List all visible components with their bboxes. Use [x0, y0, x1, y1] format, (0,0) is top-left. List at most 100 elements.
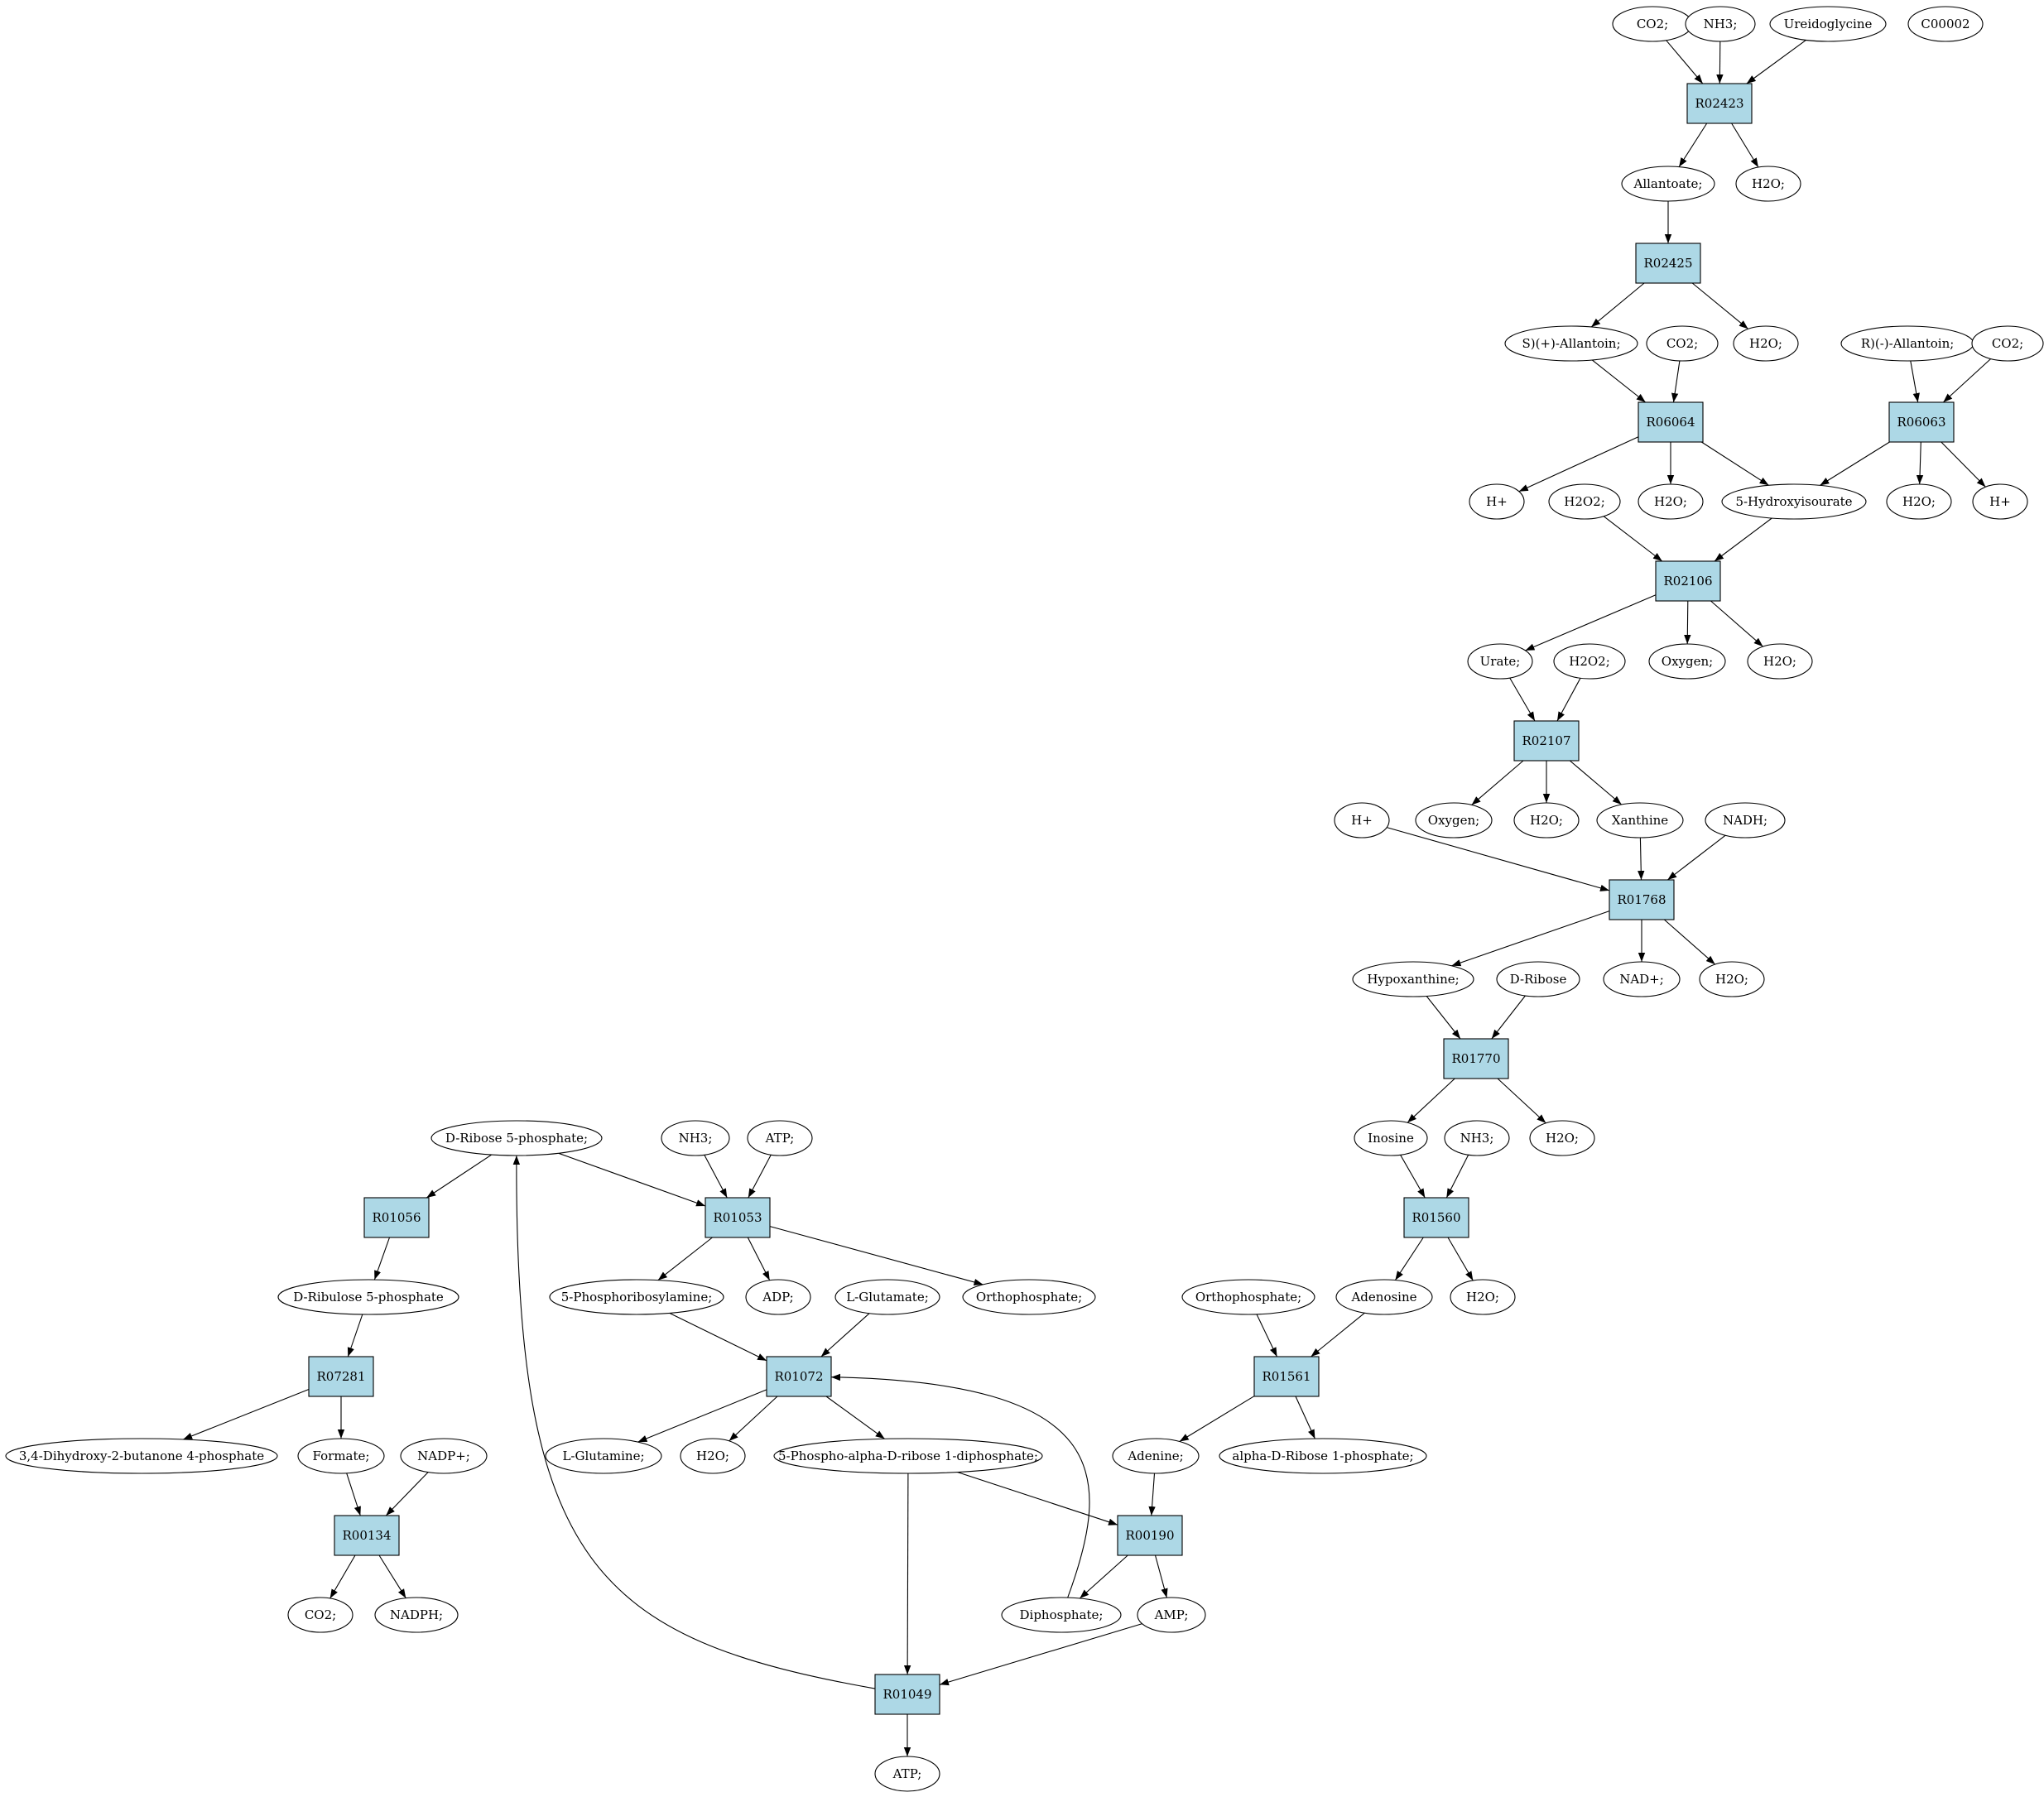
compound-ellipse	[834, 1279, 940, 1315]
compound-node-co2: CO2;	[287, 1597, 353, 1633]
node-label: Diphosphate;	[1020, 1607, 1104, 1622]
node-label: alpha-D-Ribose 1-phosphate;	[1232, 1449, 1413, 1463]
edge-c_nh3_3-to-r_R01053	[704, 1155, 728, 1199]
edge-r_R06064-to-c_hplus_1	[1518, 436, 1639, 492]
compound-node-h2o2: H2O2;	[1553, 643, 1626, 680]
compound-node-urate: Urate;	[1467, 643, 1533, 680]
edge-c_r_allantoin-to-r_R06063	[1910, 360, 1920, 403]
compound-node-nadp: NADP+;	[400, 1438, 488, 1474]
edge-r_R01768-to-c_hypoxanthine	[1451, 911, 1610, 967]
node-label: H2O;	[696, 1449, 729, 1463]
reaction-box	[1513, 720, 1580, 762]
reaction-box	[1635, 243, 1701, 284]
edge-c_hydroxyisourate-to-r_R02106	[1714, 517, 1772, 562]
edge-r_R01770-to-c_h2o_8	[1497, 1078, 1546, 1124]
edge-c_co2_1-to-r_R02423	[1666, 40, 1704, 84]
compound-ellipse	[1444, 1120, 1510, 1156]
node-label: Oxygen;	[1662, 654, 1713, 669]
compound-ellipse	[1548, 483, 1621, 520]
compound-ellipse	[1971, 325, 2044, 362]
compound-ellipse	[1646, 325, 1719, 362]
node-label: Xanthine	[1612, 813, 1668, 828]
reaction-node-r01561: R01561	[1253, 1356, 1320, 1397]
compound-ellipse	[1335, 1279, 1433, 1315]
node-label: NH3;	[1704, 17, 1738, 31]
reaction-box	[1117, 1515, 1183, 1556]
compound-ellipse	[1415, 802, 1493, 838]
compound-node-h: H+	[1972, 483, 2028, 520]
compound-ellipse	[1137, 1597, 1206, 1633]
reaction-box	[1443, 1038, 1509, 1079]
node-label: H+	[1486, 494, 1508, 509]
compound-ellipse	[277, 1279, 459, 1315]
compound-node-d-ribose-5-phosphate: D-Ribose 5-phosphate;	[430, 1120, 603, 1156]
node-label: NADPH;	[390, 1607, 443, 1622]
node-label: Orthophosphate;	[976, 1290, 1082, 1305]
node-label: AMP;	[1154, 1607, 1189, 1622]
node-label: R00134	[342, 1528, 391, 1543]
node-label: H2O;	[1752, 176, 1785, 191]
node-label: Inosine	[1368, 1131, 1414, 1146]
reaction-box	[308, 1356, 374, 1397]
reaction-node-r02425: R02425	[1635, 243, 1701, 284]
compound-ellipse	[1735, 166, 1801, 202]
compound-node-r-allantoin: R)(-)-Allantoin;	[1840, 325, 1974, 362]
edge-c_orthophosphate_2-to-r_R01561	[1256, 1314, 1277, 1357]
node-label: CO2;	[1666, 336, 1698, 351]
edge-c_co2_3-to-r_R06063	[1942, 358, 1992, 403]
node-label: Adenine;	[1127, 1449, 1183, 1463]
edge-c_formate-to-r_R00134	[346, 1473, 361, 1516]
node-label: CO2;	[305, 1607, 336, 1622]
compound-node-d-ribose: D-Ribose	[1496, 961, 1580, 997]
node-label: CO2;	[1637, 17, 1668, 31]
compound-node-adenosine: Adenosine	[1335, 1279, 1433, 1315]
compound-ellipse	[1496, 961, 1580, 997]
edge-r_R01072-to-c_l_glutamine	[637, 1389, 767, 1443]
node-label: R06063	[1897, 415, 1945, 430]
edge-r_R02425-to-c_s_allantoin	[1590, 282, 1645, 328]
edge-r_R02423-to-c_h2o_1	[1731, 123, 1759, 168]
reaction-box	[1403, 1197, 1469, 1238]
edge-c_nadh-to-r_R01768	[1666, 834, 1726, 881]
compound-ellipse	[545, 1438, 662, 1474]
edge-r_R02106-to-c_oxygen_1	[1684, 600, 1691, 645]
node-label: Ureidoglycine	[1784, 17, 1873, 31]
edge-r_R01049-to-c_d_ribose5p	[512, 1155, 876, 1689]
node-label: NH3;	[679, 1131, 713, 1146]
node-label: R01560	[1412, 1210, 1460, 1225]
node-label: CO2;	[1992, 336, 2023, 351]
reaction-box	[1609, 879, 1675, 920]
compound-node-inosine: Inosine	[1354, 1120, 1428, 1156]
compound-node-h2o: H2O;	[1886, 483, 1952, 520]
compound-ellipse	[747, 1120, 813, 1156]
node-label: Hypoxanthine;	[1367, 972, 1459, 987]
compound-ellipse	[1972, 483, 2028, 520]
edge-r_R01561-to-c_ribose1p	[1295, 1396, 1315, 1439]
node-label: L-Glutamine;	[562, 1449, 644, 1463]
compound-ellipse	[374, 1597, 459, 1633]
node-label: D-Ribose 5-phosphate;	[445, 1131, 588, 1146]
edge-c_inosine-to-r_R01560	[1400, 1155, 1426, 1199]
edge-c_s_allantoin-to-r_R06064	[1591, 359, 1647, 403]
edge-r_R01053-to-c_orthophosphate_1	[769, 1226, 984, 1286]
node-label: NADH;	[1723, 813, 1767, 828]
edge-r_R01072-to-c_h2o_10	[729, 1396, 778, 1442]
edge-c_d_ribulose5p-to-r_R07281	[347, 1314, 363, 1357]
edge-r_R01072-to-c_prpp	[825, 1396, 885, 1439]
compound-ellipse	[400, 1438, 488, 1474]
reaction-node-r01768: R01768	[1609, 879, 1675, 920]
edge-c_nh3_2-to-r_R01560	[1445, 1154, 1469, 1199]
node-label: H+	[1351, 813, 1373, 828]
edge-r_R01560-to-c_adenosine	[1394, 1237, 1424, 1280]
compound-node-h2o2: H2O2;	[1548, 483, 1621, 520]
node-label: R02106	[1663, 574, 1712, 589]
compound-node-allantoate: Allantoate;	[1621, 166, 1715, 202]
compound-node-h2o: H2O;	[680, 1438, 746, 1474]
reaction-node-r06064: R06064	[1638, 401, 1704, 443]
node-label: R01768	[1617, 892, 1666, 907]
compound-node-co2: CO2;	[1646, 325, 1719, 362]
compound-ellipse	[1685, 6, 1756, 42]
edge-r_R00190-to-c_diphosphate	[1079, 1554, 1128, 1599]
compound-ellipse	[1112, 1438, 1200, 1474]
edge-c_adenine-to-r_R00190	[1148, 1473, 1156, 1516]
